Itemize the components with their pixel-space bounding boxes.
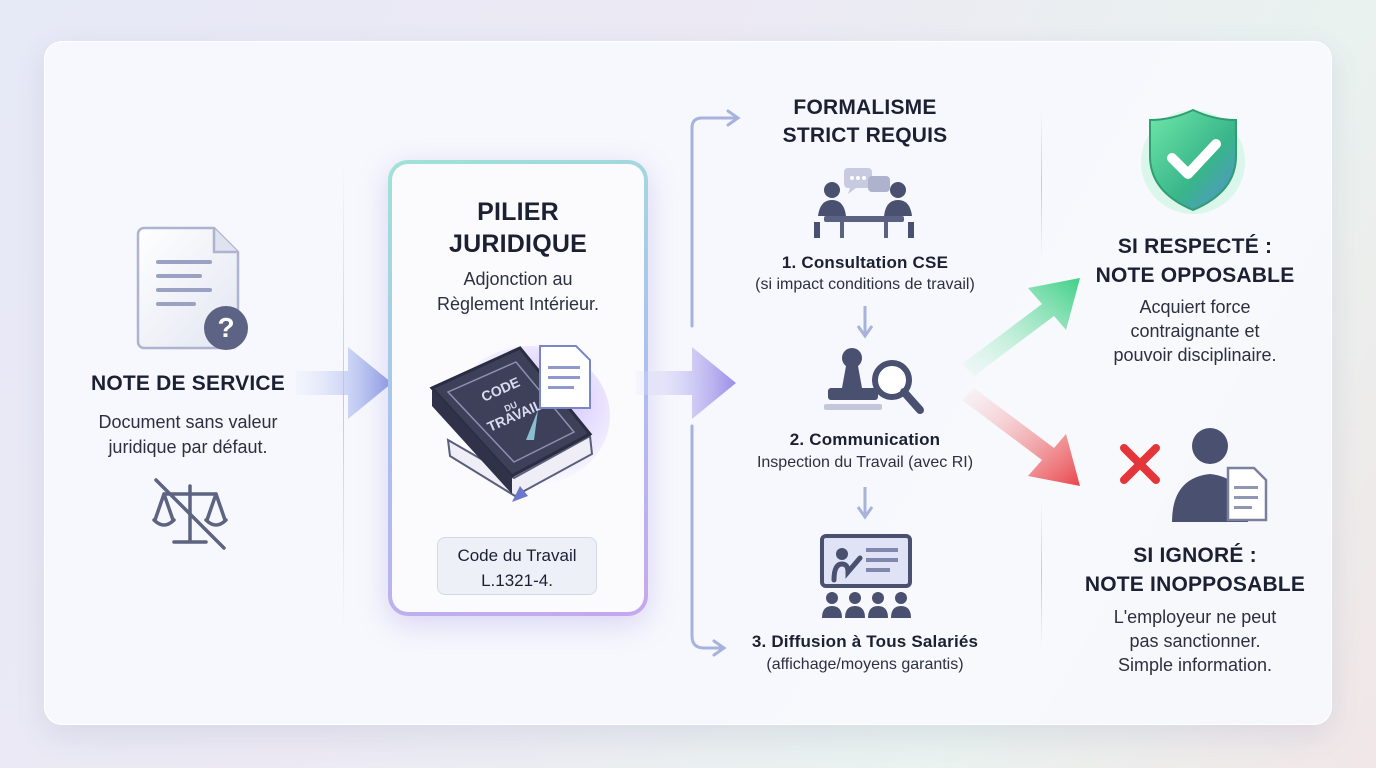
code-du-travail-book-icon: CODE DU TRAVAIL xyxy=(429,345,610,502)
step2-subtitle: Inspection du Travail (avec RI) xyxy=(756,454,974,471)
step-arrow-2 xyxy=(856,487,874,520)
step2-title: 2. Communication xyxy=(789,430,941,449)
note-title: NOTE DE SERVICE xyxy=(91,372,285,395)
divider-right-top xyxy=(1041,110,1042,260)
note-desc-line1: Document sans valeur xyxy=(98,412,278,432)
respecte-title: SI RESPECTÉ : NOTE OPPOSABLE xyxy=(1065,232,1325,290)
code-ref-line2: L.1321-4. xyxy=(481,571,553,590)
book-text-line2: DU xyxy=(503,399,519,413)
pilier-title-line1: PILIER xyxy=(477,198,559,226)
consultation-meeting-icon xyxy=(814,168,914,238)
step1-title: 1. Consultation CSE xyxy=(781,253,949,272)
formalisme-title: FORMALISME STRICT REQUIS xyxy=(735,94,995,150)
respecte-desc-line1: Acquiert force xyxy=(1139,297,1251,317)
respecte-description: Acquiert force contraignante et pouvoir … xyxy=(1065,295,1325,367)
formalisme-title-line1: FORMALISME xyxy=(793,96,937,119)
ignore-desc-line2: pas sanctionner. xyxy=(1129,631,1261,651)
divider-right-bottom xyxy=(1041,500,1042,650)
step3-subtitle: (affichage/moyens garantis) xyxy=(766,656,964,673)
pilier-title: PILIER JURIDIQUE xyxy=(388,196,648,260)
document-question-icon: ? xyxy=(136,226,248,350)
respecte-title-line1: SI RESPECTÉ : xyxy=(1117,235,1273,258)
svg-text:?: ? xyxy=(217,312,234,343)
flow-arrow-to-formalisme xyxy=(636,347,736,419)
pilier-desc-line1: Adjonction au xyxy=(463,269,573,289)
respecte-desc-line3: pouvoir disciplinaire. xyxy=(1113,345,1277,365)
ignore-title: SI IGNORÉ : NOTE INOPPOSABLE xyxy=(1065,541,1325,599)
ignore-title-line1: SI IGNORÉ : xyxy=(1133,544,1257,567)
failure-branch-arrow xyxy=(962,388,1080,486)
code-ref-line1: Code du Travail xyxy=(457,546,577,565)
stamp-search-icon xyxy=(824,348,924,414)
crossed-scales-icon xyxy=(152,478,228,550)
ignore-description: L'employeur ne peut pas sanctionner. Sim… xyxy=(1065,605,1325,677)
ignore-desc-line1: L'employeur ne peut xyxy=(1113,607,1277,627)
formalisme-bracket xyxy=(690,109,741,657)
respecte-title-line2: NOTE OPPOSABLE xyxy=(1095,264,1295,287)
formalisme-title-line2: STRICT REQUIS xyxy=(782,124,948,147)
presentation-audience-icon xyxy=(820,534,912,618)
rejected-employee-icon xyxy=(1120,428,1268,522)
respecte-desc-line2: contraignante et xyxy=(1130,321,1260,341)
ignore-title-line2: NOTE INOPPOSABLE xyxy=(1084,573,1306,596)
pilier-desc-line2: Règlement Intérieur. xyxy=(436,294,600,314)
code-reference-box: Code du Travail L.1321-4. xyxy=(437,537,597,595)
step3-title: 3. Diffusion à Tous Salariés xyxy=(751,632,979,651)
step-arrow-1 xyxy=(856,306,874,339)
note-description: Document sans valeur juridique par défau… xyxy=(60,410,316,460)
ignore-desc-line3: Simple information. xyxy=(1117,655,1273,675)
pilier-description: Adjonction au Règlement Intérieur. xyxy=(388,267,648,317)
note-desc-line2: juridique par défaut. xyxy=(108,437,268,457)
shield-check-icon xyxy=(1141,108,1245,214)
step1-subtitle: (si impact conditions de travail) xyxy=(755,276,975,293)
success-branch-arrow xyxy=(962,278,1080,376)
pilier-title-line2: JURIDIQUE xyxy=(449,230,587,258)
flow-arrow-to-pilier xyxy=(296,347,392,419)
